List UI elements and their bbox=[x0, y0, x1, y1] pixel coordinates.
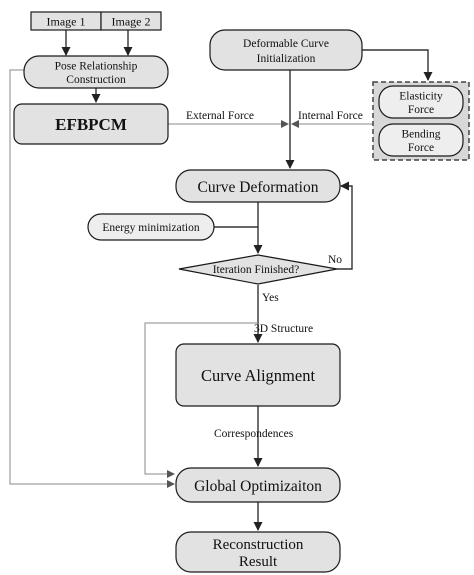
no-label: No bbox=[328, 254, 342, 266]
edge-init-to-forces bbox=[362, 49, 433, 81]
node-efbpcm: EFBPCM bbox=[13, 103, 169, 145]
iteration-finished-label: Iteration Finished? bbox=[213, 264, 300, 276]
correspondences-label: Correspondences bbox=[214, 428, 294, 440]
pose-label-line2: Construction bbox=[66, 74, 126, 86]
node-deformable-curve-initialization: Deformable Curve Initialization bbox=[209, 29, 363, 71]
global-optimization-label: Global Optimizaiton bbox=[194, 478, 322, 495]
elasticity-label-line2: Force bbox=[408, 104, 434, 116]
curve-alignment-label: Curve Alignment bbox=[201, 366, 316, 385]
internal-force-label: Internal Force bbox=[298, 110, 363, 122]
edge-3d-structure-bypass bbox=[144, 322, 258, 478]
bending-label-line1: Bending bbox=[402, 129, 441, 141]
curve-deformation-label: Curve Deformation bbox=[198, 179, 319, 196]
energy-minimization-label: Energy minimization bbox=[102, 222, 199, 234]
edge-pose-to-global bbox=[9, 69, 175, 488]
forces-group: Elasticity Force Bending Force bbox=[372, 81, 470, 161]
node-elasticity-force: Elasticity Force bbox=[378, 85, 464, 119]
image-2-label: Image 2 bbox=[112, 15, 151, 29]
image-1-label: Image 1 bbox=[47, 15, 86, 29]
edge-iteration-no-loop bbox=[337, 181, 353, 270]
bending-label-line2: Force bbox=[408, 142, 434, 154]
elasticity-label-line1: Elasticity bbox=[399, 91, 443, 103]
yes-label: Yes bbox=[262, 292, 279, 304]
reconstruction-label-line2: Result bbox=[239, 554, 278, 570]
structure-3d-label: 3D Structure bbox=[254, 323, 313, 335]
deform-init-label-line1: Deformable Curve bbox=[243, 38, 329, 50]
node-iteration-finished: Iteration Finished? bbox=[178, 254, 338, 285]
node-curve-deformation: Curve Deformation bbox=[175, 169, 341, 203]
node-pose-relationship-construction: Pose Relationship Construction bbox=[23, 55, 169, 89]
node-energy-minimization: Energy minimization bbox=[87, 213, 215, 241]
node-curve-alignment: Curve Alignment bbox=[175, 343, 341, 407]
node-global-optimization: Global Optimizaiton bbox=[175, 467, 341, 503]
node-bending-force: Bending Force bbox=[378, 123, 464, 157]
deform-init-label-line2: Initialization bbox=[257, 53, 316, 65]
node-reconstruction-result: Reconstruction Result bbox=[175, 531, 341, 573]
node-image-2: Image 2 bbox=[100, 11, 162, 31]
reconstruction-label-line1: Reconstruction bbox=[213, 537, 304, 553]
external-force-label: External Force bbox=[186, 110, 254, 122]
node-image-1: Image 1 bbox=[30, 11, 102, 31]
pose-label-line1: Pose Relationship bbox=[55, 61, 138, 73]
efbpcm-label: EFBPCM bbox=[55, 115, 127, 134]
